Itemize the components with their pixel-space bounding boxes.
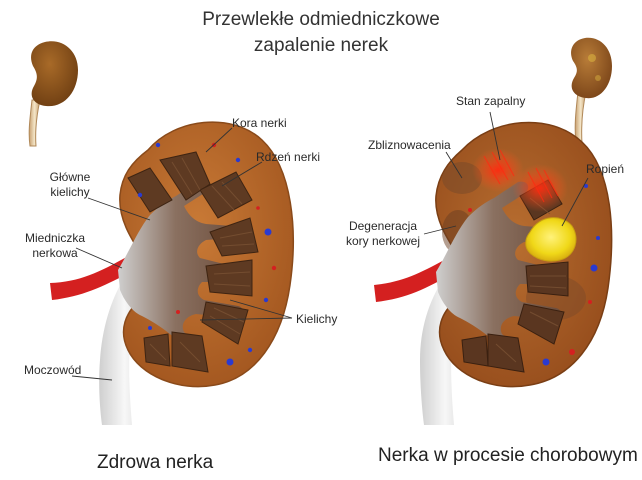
title-line-1: Przewlekłe odmiedniczkowe [202, 9, 440, 30]
label-glowne-kielichy: Główne kielichy [49, 170, 91, 199]
healthy-kidney [50, 121, 294, 425]
title-line-2: zapalenie nerek [253, 35, 389, 56]
leader-lines [71, 111, 589, 381]
diseased-kidney [374, 121, 613, 425]
caption-healthy: Zdrowa nerka [97, 452, 214, 473]
healthy-ureter [99, 275, 150, 425]
inflammation-area [472, 148, 568, 212]
diseased-renal-artery [374, 258, 456, 302]
label-kora-nerki: Kora nerki [232, 116, 287, 130]
label-miedniczka-nerkowa: Miedniczka nerkowa [24, 231, 86, 260]
diseased-vessel-dots [468, 184, 600, 366]
healthy-renal-artery [50, 255, 138, 300]
small-diseased-kidney-icon [571, 37, 612, 145]
label-kielichy: Kielichy [296, 312, 338, 326]
label-rdzen-nerki: Rdzeń nerki [256, 150, 321, 164]
label-degeneracja-kory: Degeneracja kory nerkowej [345, 219, 421, 248]
label-moczowod: Moczowód [24, 363, 82, 377]
caption-diseased: Nerka w procesie chorobowym [378, 445, 638, 466]
label-ropien: Ropień [586, 162, 625, 176]
label-zbliznowacenia: Zbliznowacenia [368, 138, 451, 152]
healthy-pyramids [127, 151, 259, 373]
small-healthy-kidney-icon [28, 41, 78, 147]
label-stan-zapalny: Stan zapalny [456, 94, 526, 108]
abscess [525, 217, 577, 262]
